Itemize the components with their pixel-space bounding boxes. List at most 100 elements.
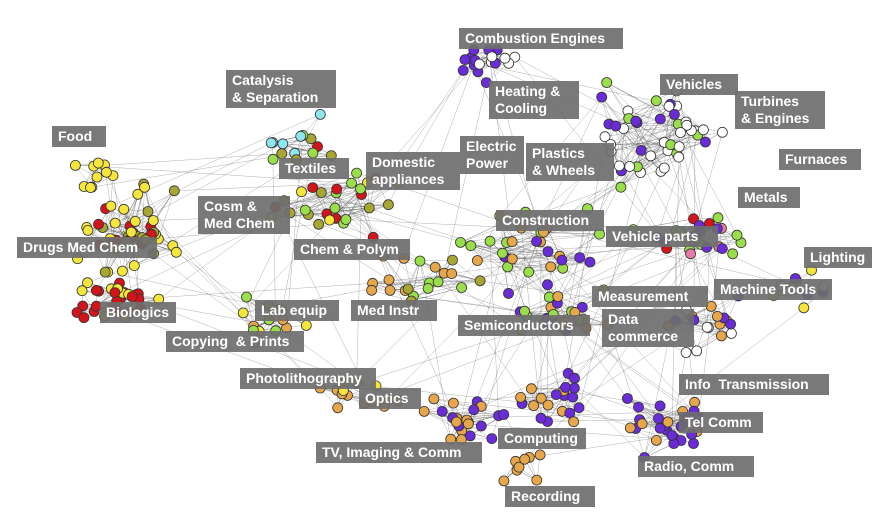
label-electric-power: Electric Power: [460, 136, 524, 174]
network-edge: [139, 283, 373, 299]
network-node: [91, 285, 101, 295]
network-node: [430, 262, 440, 272]
network-node: [568, 392, 578, 402]
network-node: [516, 392, 526, 402]
network-node: [674, 152, 684, 162]
network-node: [655, 114, 665, 124]
label-turbines-engines: Turbines & Engines: [735, 91, 825, 129]
label-lighting: Lighting: [804, 247, 872, 268]
label-textiles: Textiles: [279, 158, 349, 179]
network-node: [101, 167, 111, 177]
network-node: [367, 285, 377, 295]
network-node: [466, 241, 476, 251]
network-node: [575, 253, 585, 263]
network-node: [347, 178, 357, 188]
label-vehicle-parts: Vehicle parts: [606, 226, 718, 247]
network-node: [570, 373, 580, 383]
label-cosm-med-chem: Cosm & Med Chem: [198, 196, 290, 234]
network-node: [689, 439, 699, 449]
network-node: [110, 288, 120, 298]
network-node: [487, 434, 497, 444]
network-node: [529, 401, 539, 411]
network-node: [674, 142, 684, 152]
network-node: [637, 419, 647, 429]
network-node: [702, 322, 712, 332]
label-domestic-appliances: Domestic appliances: [366, 152, 460, 190]
label-photolithography: Photolithography: [240, 368, 376, 389]
network-node: [242, 292, 252, 302]
network-node: [77, 286, 87, 296]
label-vehicles: Vehicles: [660, 74, 738, 95]
network-node: [456, 237, 466, 247]
network-node: [447, 269, 457, 279]
network-node: [728, 249, 738, 259]
network-node: [385, 285, 395, 295]
network-node: [475, 276, 485, 286]
network-node: [476, 421, 486, 431]
network-edge: [346, 220, 521, 229]
network-node: [169, 186, 179, 196]
network-node: [429, 394, 439, 404]
network-node: [535, 450, 545, 460]
network-node: [654, 414, 664, 424]
network-node: [667, 430, 677, 440]
network-node: [500, 53, 510, 63]
network-node: [238, 308, 248, 318]
network-node: [546, 262, 556, 272]
network-node: [457, 283, 467, 293]
label-biologics: Biologics: [100, 302, 176, 323]
network-node: [100, 267, 110, 277]
network-node: [70, 160, 80, 170]
network-node: [585, 257, 595, 267]
network-node: [110, 218, 120, 228]
network-node: [614, 161, 624, 171]
label-semiconductors: Semiconductors: [458, 315, 590, 336]
network-node: [300, 205, 310, 215]
network-node: [507, 254, 517, 264]
network-node: [117, 266, 127, 276]
label-info-transmission: Info Transmission: [679, 374, 829, 395]
network-node: [569, 383, 579, 393]
network-node: [301, 320, 311, 330]
network-node: [148, 216, 158, 226]
label-computing: Computing: [498, 428, 586, 449]
network-node: [732, 230, 742, 240]
network-node: [625, 423, 635, 433]
network-node: [472, 256, 482, 266]
network-node: [92, 172, 102, 182]
network-node: [636, 145, 646, 155]
network-node: [341, 215, 351, 225]
network-node: [543, 247, 553, 257]
network-node: [622, 394, 632, 404]
network-edge: [357, 212, 526, 383]
network-node: [332, 184, 342, 194]
network-node: [717, 244, 727, 254]
network-node: [686, 249, 696, 259]
network-node: [487, 52, 497, 62]
network-node: [692, 346, 702, 356]
network-node: [333, 403, 343, 413]
network-node: [433, 277, 443, 287]
network-node: [520, 454, 530, 464]
network-node: [423, 283, 433, 293]
network-node: [611, 121, 621, 131]
label-construction: Construction: [496, 210, 604, 231]
network-node: [460, 55, 470, 65]
network-node: [712, 311, 722, 321]
network-node: [655, 423, 665, 433]
network-node: [356, 184, 366, 194]
network-node: [526, 384, 536, 394]
network-node: [651, 96, 661, 106]
network-node: [126, 227, 136, 237]
network-node: [448, 255, 458, 265]
network-node: [485, 236, 495, 246]
label-plastics-wheels: Plastics & Wheels: [526, 143, 614, 181]
network-node: [383, 200, 393, 210]
label-lab-equip: Lab equip: [255, 300, 339, 321]
network-node: [297, 187, 307, 197]
label-combustion-engines: Combustion Engines: [459, 28, 623, 49]
network-node: [597, 92, 607, 102]
network-node: [127, 292, 137, 302]
network-node: [634, 402, 644, 412]
